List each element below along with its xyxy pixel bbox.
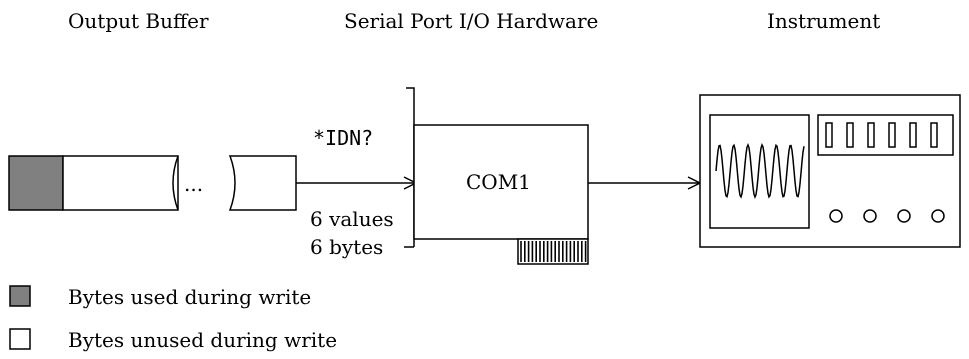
knob-icon (829, 209, 843, 223)
command-text: *IDN? (313, 126, 373, 150)
legend-unused-swatch (9, 328, 31, 350)
readout-digit (930, 122, 938, 148)
readout-digit (888, 122, 896, 148)
knob-icon (897, 209, 911, 223)
serial-port-heading: Serial Port I/O Hardware (344, 9, 598, 33)
instrument-display (709, 114, 810, 229)
bytes-count-text: 6 bytes (310, 235, 383, 259)
waveform-icon (715, 143, 805, 200)
values-count-text: 6 values (310, 207, 394, 231)
knob-icon (931, 209, 945, 223)
legend-used-swatch (9, 285, 31, 307)
readout-digit (909, 122, 917, 148)
instrument-heading: Instrument (767, 9, 880, 33)
port-bracket (406, 87, 415, 247)
readout-digit (867, 122, 875, 148)
output-buffer: ... (8, 155, 297, 211)
buffer-used-cell (8, 155, 64, 211)
legend-unused-label: Bytes unused during write (68, 328, 337, 352)
readout-digit (825, 122, 833, 148)
buffer-unused-cell (62, 155, 179, 211)
port-label: COM1 (466, 170, 531, 194)
com1-box (413, 124, 589, 240)
legend: Bytes used during write Bytes unused dur… (9, 285, 337, 352)
buffer-break-left (172, 155, 179, 211)
output-buffer-heading: Output Buffer (68, 9, 209, 33)
readout-digits (825, 122, 938, 148)
buffer-ellipsis: ... (184, 172, 203, 196)
port-connector-pins (517, 238, 589, 265)
readout-digit (846, 122, 854, 148)
instrument (699, 94, 961, 248)
knob-icon (863, 209, 877, 223)
serial-port-card: COM1 (404, 87, 589, 265)
port-to-instrument-arrow (588, 176, 702, 190)
instrument-knobs (829, 209, 945, 223)
buffer-end-cell (228, 155, 297, 211)
buffer-to-port-arrow (296, 176, 418, 190)
legend-used-label: Bytes used during write (68, 285, 311, 309)
